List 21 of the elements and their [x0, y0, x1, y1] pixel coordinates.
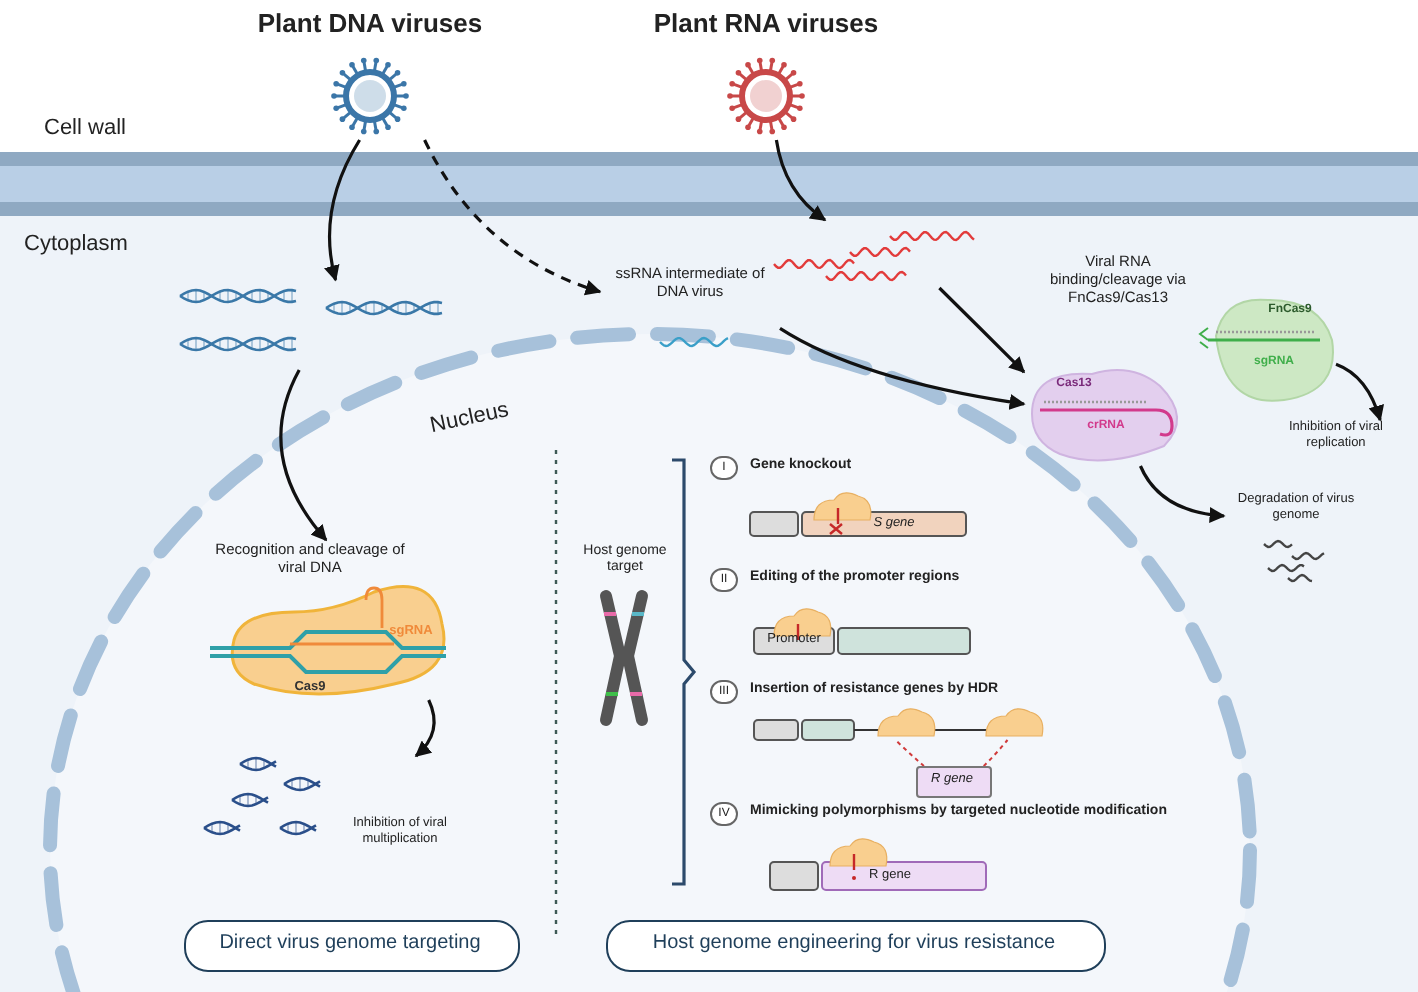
region-label: Cell wall — [44, 116, 126, 143]
gene-box — [916, 766, 992, 798]
connector-line — [982, 739, 1009, 767]
arrow — [1335, 362, 1384, 422]
arrow — [414, 699, 436, 758]
category-pill — [184, 920, 520, 972]
arrow — [938, 286, 1026, 374]
category-pill — [606, 920, 1106, 972]
pill-text: Direct virus genome targeting — [217, 932, 483, 956]
pill-text: Host genome engineering for virus resistance — [650, 932, 1058, 956]
region-label: Nucleus — [428, 398, 512, 441]
region-label: Cytoplasm — [24, 232, 128, 259]
arrow — [423, 139, 602, 295]
heading: Plant RNA viruses — [651, 8, 881, 40]
arrow — [324, 139, 361, 282]
arrow — [1139, 465, 1226, 523]
arrow — [779, 326, 1026, 410]
arrow — [279, 369, 328, 542]
heading: Plant DNA viruses — [255, 8, 485, 40]
connector-line — [894, 739, 925, 767]
arrow — [774, 139, 827, 222]
